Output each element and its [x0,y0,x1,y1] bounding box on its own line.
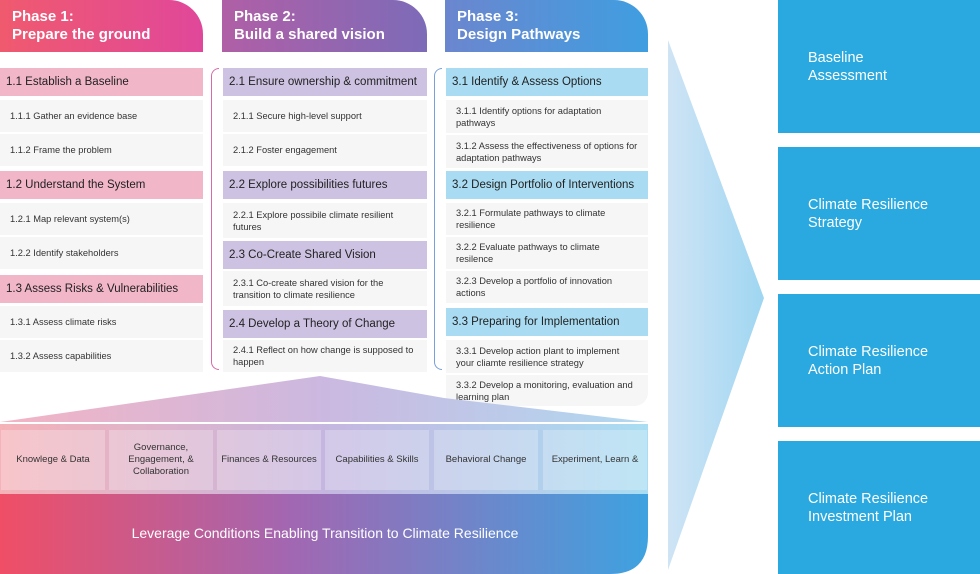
phase3-title: Design Pathways [457,26,581,43]
item-3-2-3: 3.2.3 Develop a portfolio of innovation … [446,271,648,304]
section-2-4: 2.4 Develop a Theory of Change [223,310,427,338]
section-1-2: 1.2 Understand the System [0,171,203,199]
lever-knowledge-data: Knowlege & Data [1,430,105,490]
output-3-line2: Action Plan [808,361,882,378]
section-3-1: 3.1 Identify & Assess Options [446,68,648,96]
output-arrow [668,40,764,570]
levers-row: Knowlege & Data Governance, Engagement, … [0,430,650,490]
item-3-3-2: 3.3.2 Develop a monitoring, evaluation a… [446,375,648,407]
output-2-line2: Strategy [808,214,862,231]
section-1-1: 1.1 Establish a Baseline [0,68,203,96]
output-investment-plan: Climate Resilience Investment Plan [778,441,980,574]
item-3-3-1: 3.3.1 Develop action plant to implement … [446,340,648,374]
output-2-line1: Climate Resilience [808,196,929,213]
enabling-funnel [0,376,648,422]
phase3-bracket [434,68,442,370]
output-action-plan: Climate Resilience Action Plan [778,294,980,427]
item-2-2-1: 2.2.1 Explore possibile climate resilien… [223,203,427,239]
item-3-2-2: 3.2.2 Evaluate pathways to climate resil… [446,237,648,270]
output-baseline-assessment: Baseline Assessment [778,0,980,133]
item-1-3-1: 1.3.1 Assess climate risks [0,306,203,339]
item-2-4-1: 2.4.1 Reflect on how change is supposed … [223,340,427,373]
phase1-title: Prepare the ground [12,26,151,43]
section-3-3: 3.3 Preparing for Implementation [446,308,648,336]
item-1-1-1: 1.1.1 Gather an evidence base [0,100,203,133]
item-1-3-2: 1.3.2 Assess capabilities [0,340,203,373]
bottom-bar-label: Leverage Conditions Enabling Transition … [131,524,519,541]
section-2-3: 2.3 Co-Create Shared Vision [223,241,427,269]
item-2-1-1: 2.1.1 Secure high-level support [223,100,427,133]
output-4-line2: Investment Plan [808,508,912,525]
phase3-header: Phase 3: Design Pathways [445,0,648,52]
output-3-line1: Climate Resilience [808,343,929,360]
item-1-2-1: 1.2.1 Map relevant system(s) [0,203,203,236]
lever-governance: Governance, Engagement, & Collaboration [109,430,213,490]
phase1-label: Phase 1: [12,8,74,25]
output-strategy: Climate Resilience Strategy [778,147,980,280]
lever-finances: Finances & Resources [217,430,321,490]
output-1-line1: Baseline [808,49,864,66]
section-2-1: 2.1 Ensure ownership & commitment [223,68,427,96]
item-3-2-1: 3.2.1 Formulate pathways to climate resi… [446,203,648,236]
output-1-line2: Assessment [808,67,887,84]
lever-behavioral-change: Behavioral Change [434,430,538,490]
lever-capabilities: Capabilities & Skills [325,430,429,490]
phase2-bracket [211,68,219,370]
levers-background [0,424,648,574]
item-1-1-2: 1.1.2 Frame the problem [0,134,203,167]
section-3-2: 3.2 Design Portfolio of Interventions [446,171,648,199]
output-4-line1: Climate Resilience [808,490,929,507]
item-1-2-2: 1.2.2 Identify stakeholders [0,237,203,270]
phase2-label: Phase 2: [234,8,296,25]
item-3-1-2: 3.1.2 Assess the effectiveness of option… [446,135,648,169]
phase3-label: Phase 3: [457,8,519,25]
item-2-3-1: 2.3.1 Co-create shared vision for the tr… [223,271,427,307]
phase2-title: Build a shared vision [234,26,385,43]
item-2-1-2: 2.1.2 Foster engagement [223,134,427,167]
section-1-3: 1.3 Assess Risks & Vulnerabilities [0,275,203,303]
phase2-header: Phase 2: Build a shared vision [222,0,427,52]
phase1-header: Phase 1: Prepare the ground [0,0,203,52]
section-2-2: 2.2 Explore possibilities futures [223,171,427,199]
lever-experiment-learn: Experiment, Learn & [543,430,647,490]
item-3-1-1: 3.1.1 Identify options for adaptation pa… [446,100,648,134]
